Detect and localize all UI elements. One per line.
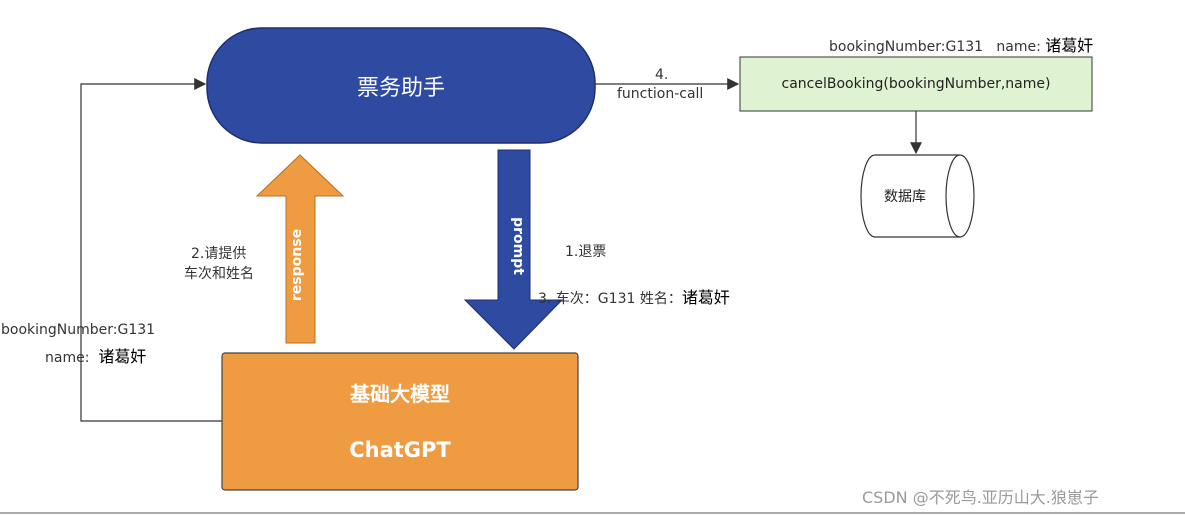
prompt-label: prompt — [510, 217, 526, 275]
model-title: 基础大模型 — [350, 381, 450, 406]
left-booking-label: bookingNumber:G131 — [1, 322, 156, 338]
params-booking: bookingNumber:G131 — [829, 39, 984, 55]
step4-text: function-call — [617, 86, 704, 102]
step3-prefix: 3. 车次：G131 姓名： — [538, 291, 682, 307]
feedback-connector — [80, 78, 222, 422]
step1-label: 1.退票 — [565, 244, 607, 260]
step2-line1: 2.请提供 — [191, 246, 247, 262]
left-name-label: name: 诸葛奸 — [45, 343, 146, 367]
left-name-key: name: — [45, 350, 90, 366]
params-name-key: name: — [996, 39, 1041, 55]
params-label: bookingNumber:G131 name: 诸葛奸 — [829, 32, 1093, 56]
left-name-val: 诸葛奸 — [98, 347, 147, 366]
step3-label: 3. 车次：G131 姓名：诸葛奸 — [538, 284, 730, 308]
function-label: cancelBooking(bookingNumber,name) — [781, 76, 1051, 92]
params-name-val: 诸葛奸 — [1045, 36, 1094, 55]
step4-number: 4. — [655, 67, 669, 83]
model-node — [221, 352, 579, 491]
model-subtitle: ChatGPT — [349, 438, 451, 462]
assistant-node — [206, 27, 596, 144]
prompt-arrow — [463, 149, 564, 350]
response-arrow — [255, 154, 345, 344]
watermark: CSDN @不死鸟.亚历山大.狼崽子 — [862, 488, 1099, 507]
step3-name: 诸葛奸 — [681, 288, 730, 307]
assistant-label: 票务助手 — [356, 75, 445, 101]
step2-line2: 车次和姓名 — [184, 266, 254, 282]
response-label: response — [289, 229, 305, 301]
database-icon — [860, 154, 975, 238]
database-label: 数据库 — [884, 189, 926, 205]
